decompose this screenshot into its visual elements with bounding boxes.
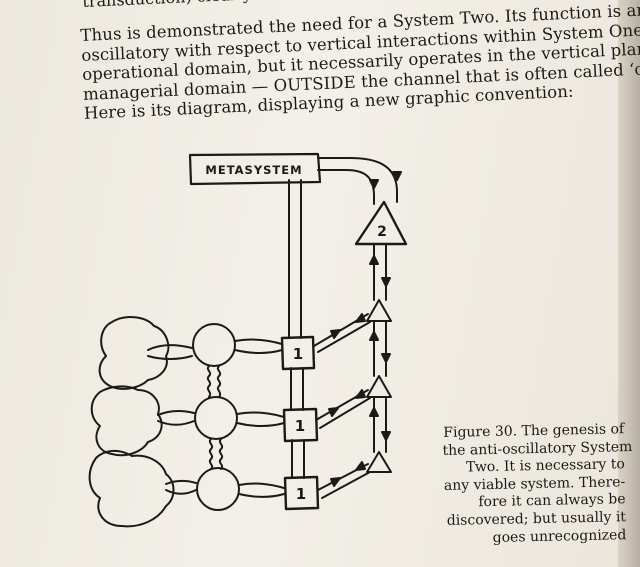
management-box-2 (282, 407, 319, 443)
figure-caption: Figure 30. The genesis of the anti-oscil… (442, 421, 632, 548)
regulator-triangle-3 (366, 451, 392, 473)
environment-blob-1 (98, 316, 170, 390)
metasystem-box (188, 152, 322, 186)
operation-2-label: 1 (295, 417, 305, 435)
operation-circle-3 (196, 467, 240, 511)
operation-circle-2 (194, 396, 238, 440)
operation-3-label: 1 (296, 485, 306, 503)
page-edge (618, 0, 640, 567)
management-box-1 (280, 335, 316, 371)
environment-blob-3 (88, 450, 175, 528)
management-box-3 (283, 475, 320, 511)
regulator-triangle-2 (366, 375, 392, 398)
environment-blob-2 (90, 385, 163, 457)
operation-circle-1 (192, 323, 236, 367)
operation-1-label: 1 (293, 345, 303, 363)
metasystem-label: METASYSTEM (205, 163, 302, 177)
regulator-triangle-1 (366, 299, 392, 322)
system-two-triangle (354, 200, 408, 246)
system-two-label: 2 (377, 224, 387, 240)
